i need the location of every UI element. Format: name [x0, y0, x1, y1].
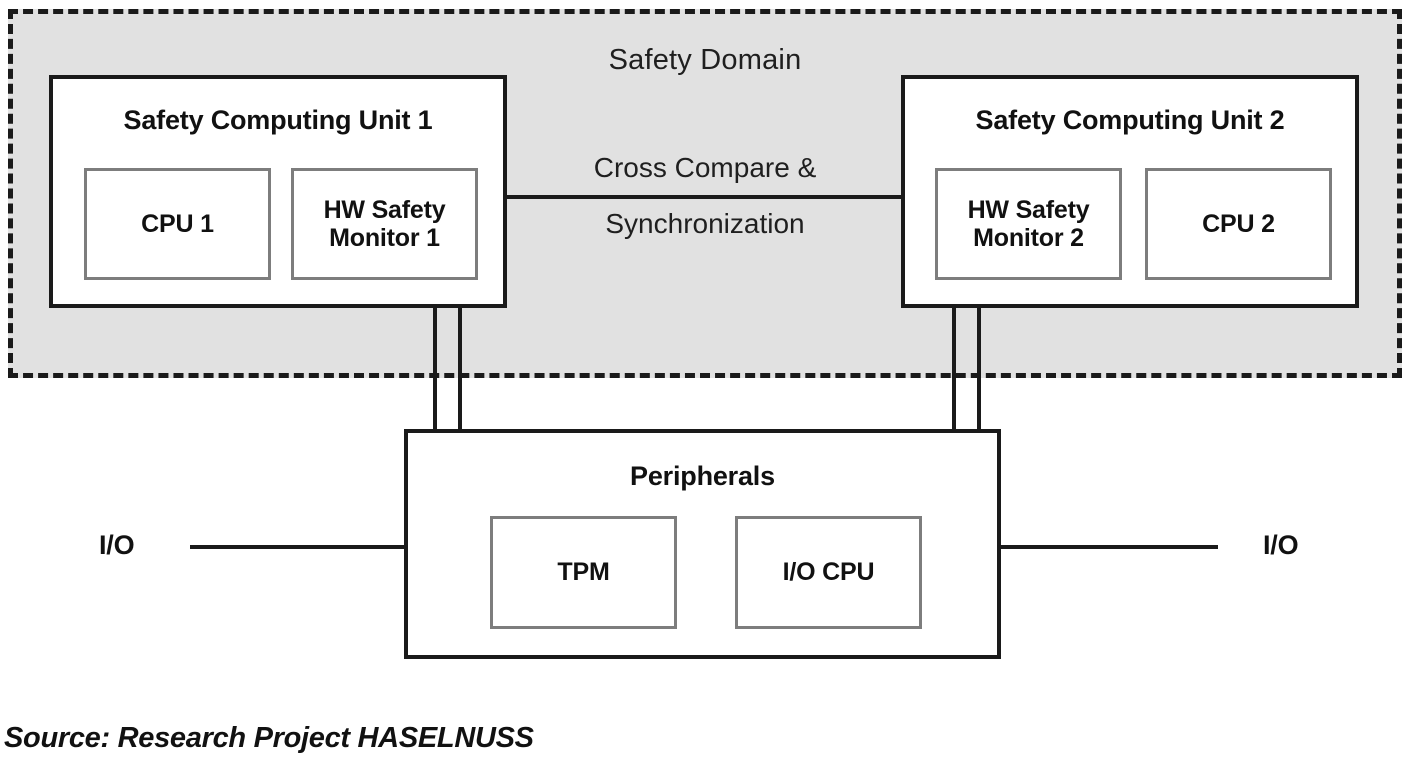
- safety-computing-unit-1-box: Safety Computing Unit 1 CPU 1 HW Safety …: [49, 75, 507, 308]
- peripherals-box: Peripherals TPM I/O CPU: [404, 429, 1001, 659]
- io-connector-line-left: [190, 545, 406, 549]
- peripherals-title: Peripherals: [630, 461, 775, 491]
- source-caption: Source: Research Project HASELNUSS: [4, 722, 534, 754]
- unit1-peripherals-connector-a: [433, 305, 437, 431]
- cross-compare-label-line2: Synchronization: [605, 208, 805, 239]
- io-cpu-box: I/O CPU: [735, 516, 922, 629]
- cpu-2-box: CPU 2: [1145, 168, 1332, 280]
- safety-computing-unit-2-box: Safety Computing Unit 2 HW Safety Monito…: [901, 75, 1359, 308]
- safety-computing-unit-1-title: Safety Computing Unit 1: [123, 105, 433, 135]
- io-label-right: I/O: [1263, 530, 1299, 560]
- cross-compare-label-line1: Cross Compare &: [593, 152, 817, 183]
- hw-safety-monitor-1-label-line1: HW Safety: [323, 195, 446, 224]
- hw-safety-monitor-1-label-line2: Monitor 1: [329, 224, 440, 252]
- cpu-1-box: CPU 1: [84, 168, 271, 280]
- hw-safety-monitor-2-label-line2: Monitor 2: [973, 224, 1084, 252]
- hw-safety-monitor-2-label: HW Safety Monitor 2: [968, 196, 1090, 253]
- cpu-1-label: CPU 1: [141, 209, 214, 238]
- tpm-label: TPM: [557, 558, 610, 587]
- cross-compare-connector-line: [505, 195, 903, 199]
- hw-safety-monitor-2-box: HW Safety Monitor 2: [935, 168, 1122, 280]
- unit1-peripherals-connector-b: [458, 305, 462, 431]
- unit2-peripherals-connector-a: [952, 305, 956, 431]
- io-connector-line-right: [999, 545, 1218, 549]
- cpu-2-label: CPU 2: [1202, 209, 1275, 238]
- safety-domain-title: Safety Domain: [608, 44, 802, 76]
- hw-safety-monitor-1-box: HW Safety Monitor 1: [291, 168, 478, 280]
- io-cpu-label: I/O CPU: [782, 558, 875, 587]
- safety-computing-unit-2-title: Safety Computing Unit 2: [975, 105, 1285, 135]
- tpm-box: TPM: [490, 516, 677, 629]
- hw-safety-monitor-2-label-line1: HW Safety: [967, 195, 1090, 224]
- unit2-peripherals-connector-b: [977, 305, 981, 431]
- hw-safety-monitor-1-label: HW Safety Monitor 1: [324, 196, 446, 253]
- io-label-left: I/O: [99, 530, 135, 560]
